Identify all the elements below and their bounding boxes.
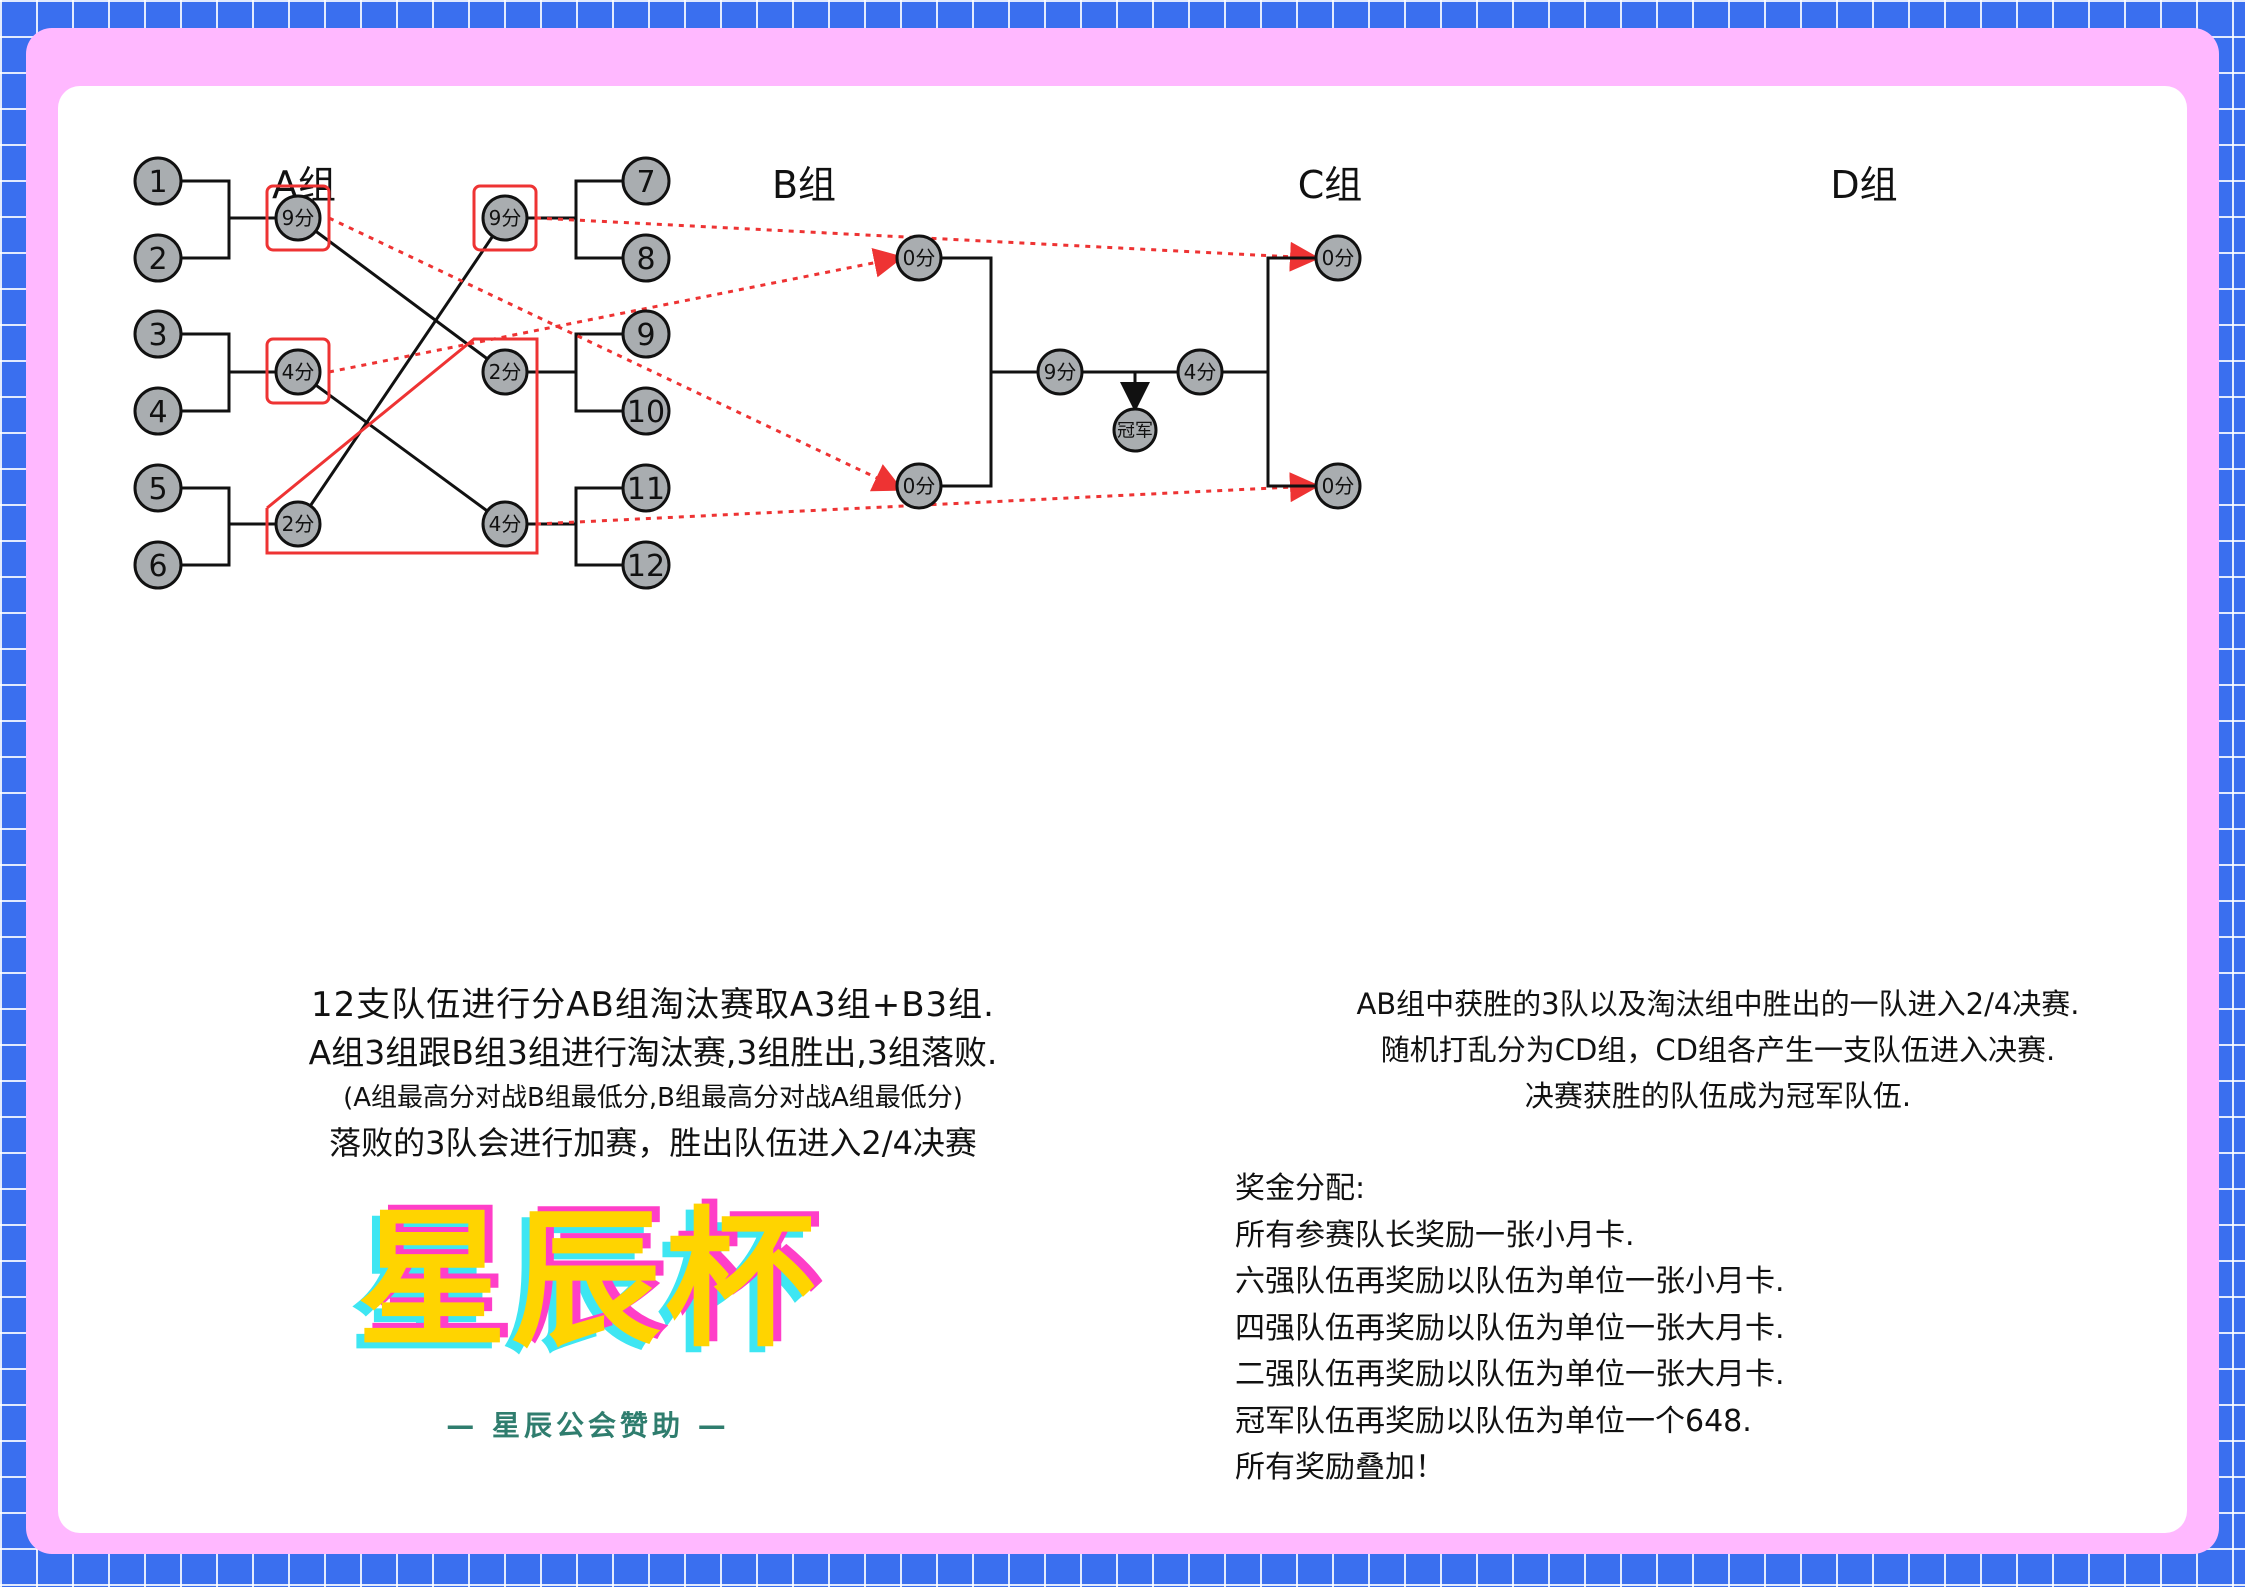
rules-left-line-3: (A组最高分对战B组最低分,B组最高分对战A组最低分) bbox=[343, 1083, 963, 1113]
rules-left-line-4: 落败的3队会进行加赛，胜出队伍进入2/4决赛 bbox=[329, 1124, 977, 1162]
team-node-2-label: 2 bbox=[148, 242, 167, 277]
rules-left-line-1: 12支队伍进行分AB组淘汰赛取A3组+B3组. bbox=[311, 985, 995, 1025]
score-node-b-bot-label: 4分 bbox=[489, 512, 522, 536]
team-node-1 bbox=[133, 156, 183, 206]
score-node-c-bot-label: 0分 bbox=[903, 474, 936, 498]
prize-line-6: 所有奖励叠加！ bbox=[1235, 1450, 1445, 1485]
rules-right-line-3: 决赛获胜的队伍成为冠军队伍. bbox=[1524, 1079, 1912, 1113]
prize-line-3: 四强队伍再奖励以队伍为单位一张大月卡. bbox=[1235, 1310, 1785, 1346]
score-node-final-left-label: 9分 bbox=[1044, 360, 1077, 384]
score-node-d-top bbox=[1314, 234, 1362, 282]
score-node-c-bot bbox=[895, 462, 943, 510]
group-label-b: B组 bbox=[771, 163, 837, 207]
advance-arrow-a-mid bbox=[328, 248, 904, 374]
team-node-11-label: 11 bbox=[627, 472, 665, 507]
highlight-box-loser-group bbox=[265, 337, 539, 555]
score-node-b-top bbox=[481, 194, 529, 242]
team-node-11 bbox=[621, 463, 671, 513]
bracket-d bbox=[1266, 256, 1338, 488]
score-node-b-top-label: 9分 bbox=[489, 206, 522, 230]
logo-shadow-cyan: 星辰杯 bbox=[348, 1200, 811, 1374]
rules-left: 12支队伍进行分AB组淘汰赛取A3组+B3组. A组3组跟B组3组进行淘汰赛,3… bbox=[258, 981, 1048, 1167]
rules-right: AB组中获胜的3队以及淘汰组中胜出的一队进入2/4决赛. 随机打乱分为CD组，C… bbox=[1238, 981, 2187, 1119]
score-node-b-bot bbox=[481, 500, 529, 548]
rules-right-line-1: AB组中获胜的3队以及淘汰组中胜出的一队进入2/4决赛. bbox=[1356, 987, 2080, 1021]
score-node-b-mid-label: 2分 bbox=[489, 360, 522, 384]
score-node-final-right bbox=[1176, 348, 1224, 396]
team-node-3-label: 3 bbox=[148, 318, 167, 353]
bracket-c bbox=[919, 256, 993, 488]
team-node-7 bbox=[621, 156, 671, 206]
cross-line-a1-b2 bbox=[297, 216, 506, 374]
team-node-8 bbox=[621, 233, 671, 283]
prize-list: 奖金分配: 所有参赛队长奖励一张小月卡. 六强队伍再奖励以队伍为单位一张小月卡.… bbox=[1235, 1166, 1785, 1492]
prize-line-2: 六强队伍再奖励以队伍为单位一张小月卡. bbox=[1235, 1264, 1785, 1299]
team-node-5 bbox=[133, 463, 183, 513]
team-node-5-label: 5 bbox=[148, 472, 167, 507]
score-node-d-bot bbox=[1314, 462, 1362, 510]
score-node-a-top-label: 9分 bbox=[282, 206, 315, 230]
team-node-4 bbox=[133, 386, 183, 436]
score-node-d-top-label: 0分 bbox=[1322, 246, 1355, 270]
cross-line-a2-b3 bbox=[297, 370, 506, 526]
score-node-a-mid bbox=[274, 348, 322, 396]
prize-line-4: 二强队伍再奖励以队伍为单位一张大月卡. bbox=[1235, 1357, 1785, 1392]
team-node-9 bbox=[621, 309, 671, 359]
team-node-7-label: 7 bbox=[636, 165, 655, 200]
team-node-1-label: 1 bbox=[148, 165, 167, 200]
team-node-4-label: 4 bbox=[148, 395, 167, 430]
team-node-10-label: 10 bbox=[627, 395, 665, 430]
team-node-12-label: 12 bbox=[627, 549, 665, 584]
score-node-final-left bbox=[1036, 348, 1084, 396]
prize-line-1: 所有参赛队长奖励一张小月卡. bbox=[1235, 1217, 1635, 1253]
logo-title: 星辰杯 bbox=[356, 1194, 819, 1368]
score-node-final-right-label: 4分 bbox=[1184, 360, 1217, 384]
logo-shadow-pink: 星辰杯 bbox=[364, 1189, 827, 1363]
prize-title: 奖金分配: bbox=[1235, 1171, 1366, 1206]
rules-right-line-2: 随机打乱分为CD组，CD组各产生一支队伍进入决赛. bbox=[1380, 1033, 2056, 1067]
score-node-a-bot-label: 2分 bbox=[282, 512, 315, 536]
prize-line-5: 冠军队伍再奖励以队伍为单位一个648. bbox=[1235, 1403, 1752, 1439]
rules-left-line-2: A组3组跟B组3组进行淘汰赛,3组胜出,3组落败. bbox=[308, 1033, 998, 1072]
team-node-12 bbox=[621, 540, 671, 590]
team-node-10 bbox=[621, 386, 671, 436]
score-node-d-bot-label: 0分 bbox=[1322, 474, 1355, 498]
team-node-9-label: 9 bbox=[636, 318, 655, 353]
team-node-6-label: 6 bbox=[148, 549, 167, 584]
group-label-c: C组 bbox=[1297, 163, 1363, 207]
cross-line-a3-b1 bbox=[296, 217, 507, 525]
score-node-b-mid bbox=[481, 348, 529, 396]
bracket-b-pair-3 bbox=[574, 486, 646, 567]
group-label-d: D组 bbox=[1830, 163, 1898, 207]
team-node-6 bbox=[133, 540, 183, 590]
team-node-8-label: 8 bbox=[636, 242, 655, 277]
score-node-c-top bbox=[895, 234, 943, 282]
team-node-2 bbox=[133, 233, 183, 283]
score-node-c-top-label: 0分 bbox=[903, 246, 936, 270]
logo: 星辰杯 星辰杯 星辰杯 bbox=[298, 1191, 878, 1426]
score-node-a-mid-label: 4分 bbox=[282, 360, 315, 384]
champion-node-label: 冠军 bbox=[1117, 420, 1153, 441]
bracket-a-pair-3 bbox=[158, 486, 231, 567]
team-node-3 bbox=[133, 309, 183, 359]
score-node-a-top bbox=[274, 194, 322, 242]
champion-node bbox=[1112, 407, 1158, 453]
score-node-a-bot bbox=[274, 500, 322, 548]
sponsor-line: — 星辰公会赞助 — bbox=[446, 1409, 730, 1442]
